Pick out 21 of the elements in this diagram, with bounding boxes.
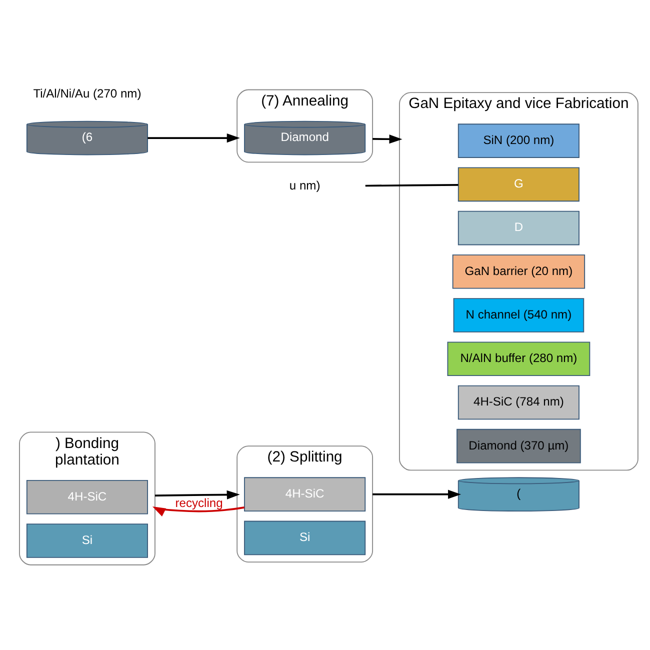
node-box: 4H-SiC bbox=[26, 480, 148, 514]
edge-label: recycling bbox=[175, 496, 223, 510]
node-box: G bbox=[458, 167, 580, 202]
node-box: N/AlN buffer (280 nm) bbox=[447, 342, 590, 376]
node-box: Si bbox=[244, 520, 366, 556]
node-box: D bbox=[458, 210, 580, 246]
arrow bbox=[148, 133, 240, 143]
node-text: u nm) bbox=[289, 178, 320, 192]
connector bbox=[365, 184, 458, 187]
label: Ti/Al/Ni/Au (270 nm) bbox=[33, 86, 142, 101]
node-box: 4H-SiC (784 nm) bbox=[458, 385, 580, 420]
node-box: Diamond (370 µm) bbox=[456, 428, 581, 464]
node-box: Si bbox=[26, 524, 148, 558]
arrow bbox=[372, 134, 402, 144]
node-box: N channel (540 nm) bbox=[453, 298, 584, 332]
arrow bbox=[372, 490, 462, 499]
node-box: 4H-SiC bbox=[244, 477, 366, 512]
node-box: GaN barrier (20 nm) bbox=[452, 254, 586, 289]
arrow bbox=[152, 506, 245, 516]
node-box: SiN (200 nm) bbox=[458, 124, 580, 158]
arrow bbox=[154, 490, 240, 500]
